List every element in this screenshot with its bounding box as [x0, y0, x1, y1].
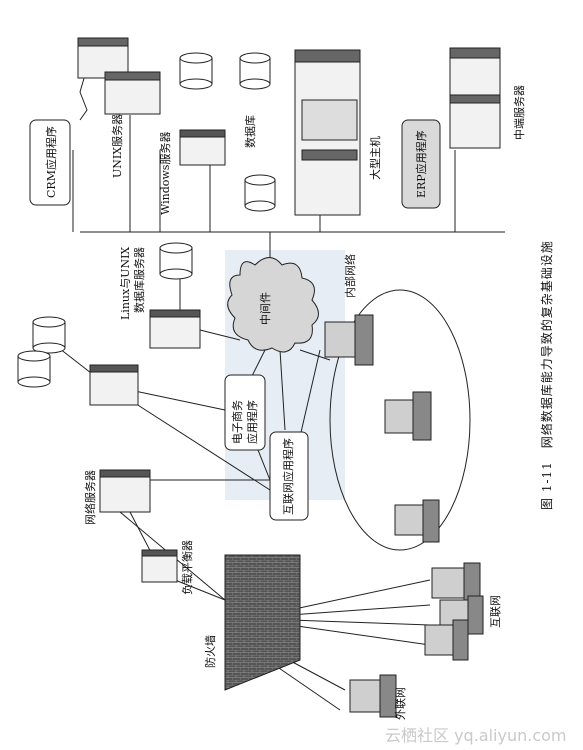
- middleware-cloud: [227, 257, 319, 353]
- workstation-icon: [349, 674, 397, 718]
- midrange-server-icon: [449, 47, 501, 149]
- load-balancer-icon: [141, 549, 178, 583]
- database-icon: [159, 242, 193, 280]
- workstation-icon: [431, 562, 481, 606]
- ecommerce-app-box: [224, 374, 266, 451]
- database-icon: [239, 52, 271, 90]
- web-app-label: 互联网应用程序: [282, 438, 295, 515]
- workstation-icon: [394, 499, 440, 543]
- db-server-icon: [89, 364, 139, 406]
- linux-db-server-label-1: Linux与UNIX: [119, 246, 132, 320]
- workstation-icon: [324, 314, 374, 366]
- windows-server-label: Windows服务器: [159, 131, 172, 215]
- database-icon: [244, 174, 276, 212]
- intranet-label: 内部网络: [344, 254, 357, 298]
- unix-server-icon: [77, 37, 161, 115]
- database-label: 数据库: [244, 115, 257, 148]
- intranet-ring: [329, 289, 471, 551]
- mainframe-label: 大型主机: [369, 136, 382, 180]
- watermark-text: 云栖社区 yq.aliyun.com: [385, 726, 567, 745]
- load-balancer-label: 负载平衡器: [181, 540, 194, 595]
- database-cylinders: [17, 52, 276, 388]
- firewall-icon: [224, 554, 301, 691]
- middleware-label: 中间件: [259, 292, 272, 325]
- firewall-label: 防火墙: [204, 635, 217, 668]
- linux-db-server-label-2: 数据库服务器: [133, 247, 146, 313]
- ecommerce-app-label-2: 应用程序: [246, 400, 259, 444]
- erp-app-label: ERP应用程序: [415, 130, 428, 198]
- database-icon: [179, 52, 213, 90]
- ecommerce-app-label-1: 电子商务: [231, 400, 244, 444]
- web-server-label: 网络服务器: [84, 470, 97, 525]
- workstation-icon: [384, 391, 432, 441]
- extranet-label: 外联网: [394, 687, 407, 720]
- figure-caption: 图 1-11 网络数据库能力导致的复杂基础设施: [540, 240, 554, 510]
- erp-app-box: [401, 119, 441, 209]
- workstations: [324, 314, 484, 718]
- mainframe-icon: [294, 49, 361, 216]
- web-app-box: [269, 431, 309, 521]
- unix-server-label: UNIX服务器: [111, 113, 124, 178]
- crm-app-box: [29, 119, 71, 206]
- internet-label: 互联网: [489, 595, 502, 628]
- web-server-icon: [99, 469, 151, 513]
- midrange-server-label: 中端服务器: [513, 85, 526, 140]
- database-icon: [17, 350, 51, 388]
- crm-app-label: CRM应用程序: [45, 126, 58, 198]
- linux-db-server-icon: [149, 309, 201, 349]
- workstation-icon: [424, 619, 469, 661]
- database-icon: [32, 316, 66, 354]
- windows-server-icon: [179, 129, 226, 166]
